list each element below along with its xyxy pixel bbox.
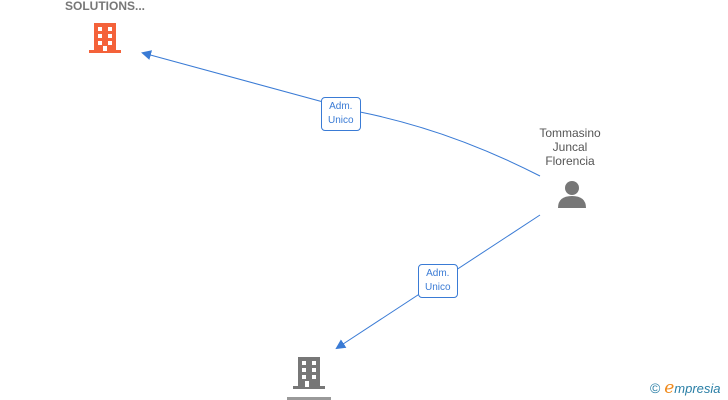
person-label-line: Florencia (545, 154, 595, 168)
person-label-line: Juncal (552, 140, 588, 154)
company-top-label[interactable]: SOLUTIONS... (64, 0, 145, 13)
brand-rest: mpresia (674, 381, 721, 396)
brand-e: e (664, 378, 675, 398)
edge-label-line: Unico (425, 282, 451, 293)
edge-label-line: Unico (328, 115, 354, 126)
building-icon[interactable] (89, 23, 121, 53)
edge-person-to-top-company[interactable] (141, 50, 541, 177)
empresia-logo[interactable]: © empresia (650, 378, 721, 398)
edge-label-line: Adm. (329, 101, 353, 112)
edge-label-top[interactable]: Adm. Unico (321, 97, 361, 131)
bottom-label-cutoff (287, 397, 331, 400)
person-icon[interactable] (558, 181, 586, 208)
building-icon[interactable] (293, 357, 325, 389)
edge-label-bottom[interactable]: Adm. Unico (418, 264, 458, 298)
edge-label-line: Adm. (426, 268, 450, 279)
person-label-line: Tommasino (539, 126, 601, 140)
copyright-icon: © (650, 380, 661, 396)
person-label[interactable]: Tommasino Juncal Florencia (520, 126, 620, 168)
